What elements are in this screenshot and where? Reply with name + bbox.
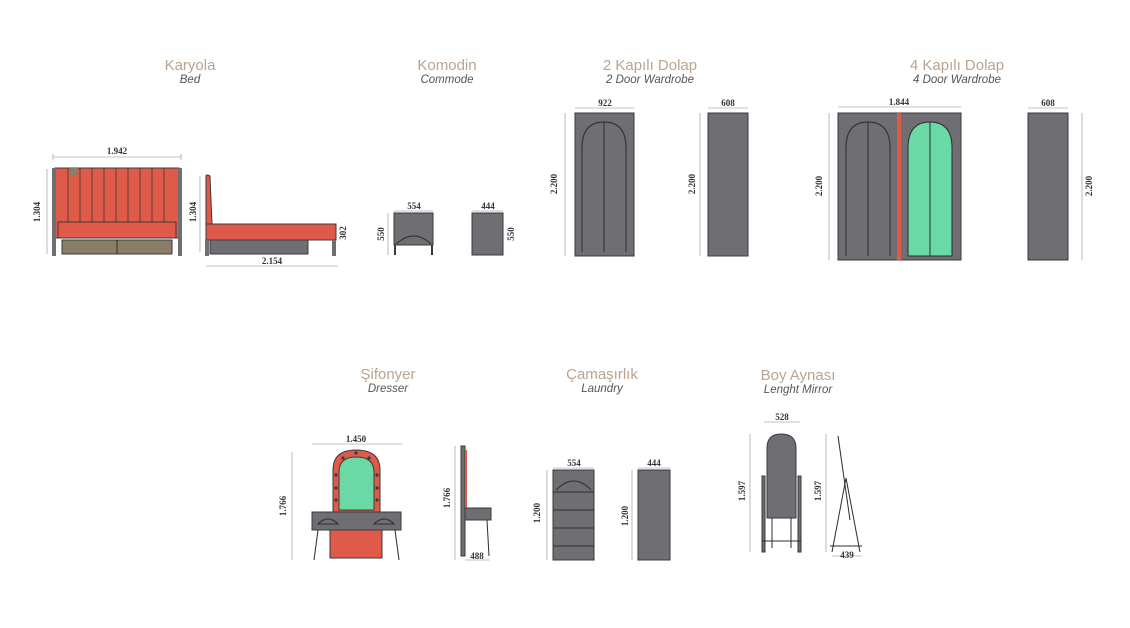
laundry-height-label: 1.200 [532, 502, 542, 523]
mirror-side-height-label: 1.597 [813, 480, 823, 501]
bed-front-height-label: 1.304 [32, 201, 42, 222]
dresser-depth-label: 488 [470, 551, 484, 561]
wardrobe4-width-label: 1.844 [889, 97, 910, 107]
wardrobe2-title-en: 2 Door Wardrobe [606, 74, 694, 86]
dresser-width-label: 1.450 [346, 434, 367, 444]
wardrobe4-front-drawing: 1.844 2.200 [814, 97, 962, 261]
mirror-height-label: 1.597 [737, 480, 747, 501]
commode-front-drawing: 554 550 [376, 201, 434, 255]
dresser-front-drawing: 1.450 1.766 [278, 434, 402, 561]
dresser-height-label: 1.766 [278, 495, 288, 516]
commode-width-label: 554 [407, 201, 421, 211]
dresser-side-height-label: 1.766 [442, 487, 452, 508]
commode-height-label: 550 [376, 227, 386, 241]
laundry-front-drawing: 554 1.200 [532, 458, 595, 561]
laundry-title-en: Laundry [581, 383, 623, 395]
bed-title-en: Bed [179, 74, 201, 86]
bed-header: Karyola Bed [90, 57, 290, 87]
laundry-title-tr: Çamaşırlık [566, 366, 638, 383]
dresser-title-tr: Şifonyer [360, 366, 416, 383]
dresser-header: Şifonyer Dresser [288, 366, 488, 396]
bed-length-label: 2.154 [262, 256, 283, 266]
bed-side-low-label: 302 [338, 226, 348, 240]
commode-title-en: Commode [420, 74, 474, 86]
bed-side-drawing: 1.304 2.154 302 [188, 174, 348, 267]
commode-header: Komodin Commode [347, 57, 547, 87]
wardrobe2-side-height-label: 2.200 [687, 173, 697, 194]
wardrobe4-side-drawing: 608 2.200 [1027, 98, 1094, 261]
commode-depth-label: 444 [481, 201, 495, 211]
laundry-header: Çamaşırlık Laundry [502, 366, 702, 396]
wardrobe4-title-en: 4 Door Wardrobe [913, 74, 1001, 86]
mirror-front-drawing: 528 1.597 [737, 412, 802, 553]
wardrobe4-header: 4 Kapılı Dolap 4 Door Wardrobe [857, 57, 1057, 87]
laundry-side-drawing: 444 1.200 [620, 458, 671, 561]
wardrobe2-depth-label: 608 [721, 98, 735, 108]
mirror-side-drawing: 1.597 439 [813, 434, 862, 560]
wardrobe2-title-tr: 2 Kapılı Dolap [602, 57, 698, 74]
commode-title-tr: Komodin [417, 57, 477, 74]
bed-front-drawing: 1.942 1.304 [32, 146, 182, 256]
mirror-title-tr: Boy Aynası [760, 367, 836, 384]
wardrobe2-width-label: 922 [598, 98, 612, 108]
mirror-title-en: Lenght Mirror [763, 384, 833, 396]
laundry-width-label: 554 [567, 458, 581, 468]
wardrobe4-side-height-label: 2.200 [1084, 175, 1094, 196]
commode-depth-height-label: 550 [506, 227, 516, 241]
wardrobe2-side-drawing: 608 2.200 [687, 98, 749, 257]
wardrobe2-front-drawing: 922 2.200 [549, 98, 635, 257]
dresser-title-en: Dresser [367, 383, 409, 395]
wardrobe4-title-tr: 4 Kapılı Dolap [909, 57, 1005, 74]
mirror-width-label: 528 [775, 412, 789, 422]
bed-width-label: 1.942 [107, 146, 128, 156]
bed-side-height-label: 1.304 [188, 201, 198, 222]
bed-title-tr: Karyola [164, 57, 216, 74]
laundry-side-height-label: 1.200 [620, 505, 630, 526]
wardrobe4-height-label: 2.200 [814, 175, 824, 196]
laundry-depth-label: 444 [647, 458, 661, 468]
wardrobe4-depth-label: 608 [1041, 98, 1055, 108]
mirror-header: Boy Aynası Lenght Mirror [698, 367, 898, 397]
commode-side-drawing: 444 550 [471, 201, 516, 256]
wardrobe2-header: 2 Kapılı Dolap 2 Door Wardrobe [550, 57, 750, 87]
wardrobe2-height-label: 2.200 [549, 173, 559, 194]
mirror-depth-label: 439 [840, 550, 854, 560]
dresser-side-drawing: 1.766 488 [442, 445, 492, 561]
